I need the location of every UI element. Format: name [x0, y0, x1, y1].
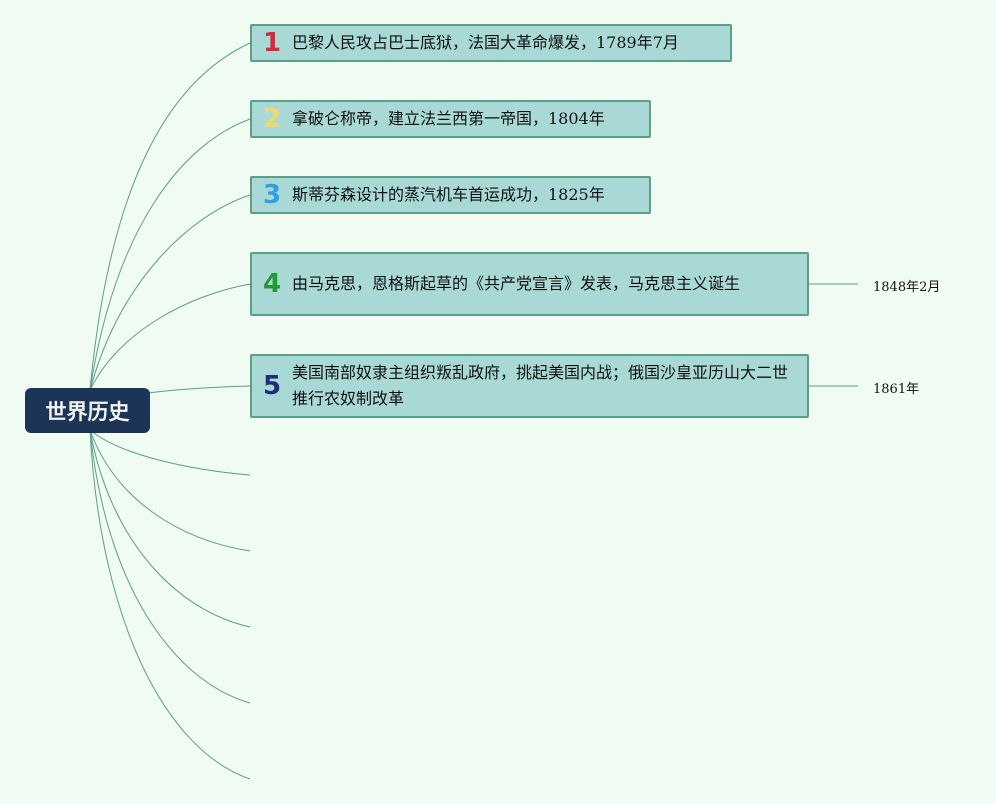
- number-marker-2: 2: [262, 104, 282, 134]
- connector-empty-8: [89, 429, 251, 628]
- connector-empty-7: [89, 429, 251, 552]
- note-label-4[interactable]: 1848年2月: [873, 280, 941, 295]
- topic-text-3: 斯蒂芬森设计的蒸汽机车首运成功，1825年: [292, 185, 605, 204]
- connector-3: [89, 194, 251, 391]
- number-marker-4: 4: [262, 269, 282, 299]
- topic-text-4: 由马克思，恩格斯起草的《共产党宣言》发表，马克思主义诞生: [292, 274, 741, 293]
- topic-node-4[interactable]: 4 由马克思，恩格斯起草的《共产党宣言》发表，马克思主义诞生: [250, 252, 809, 316]
- topic-text-5: 美国南部奴隶主组织叛乱政府，挑起美国内战；俄国沙皇亚历山大二世推行农奴制改革: [292, 363, 789, 408]
- connector-empty-6: [89, 429, 251, 476]
- topic-node-3[interactable]: 3 斯蒂芬森设计的蒸汽机车首运成功，1825年: [250, 176, 651, 214]
- note-label-5[interactable]: 1861年: [873, 382, 920, 397]
- connector-4: [89, 283, 251, 391]
- connector-2: [89, 118, 251, 391]
- connector-5: [139, 385, 251, 395]
- connector-empty-10: [89, 429, 251, 780]
- topic-text-1: 巴黎人民攻占巴士底狱，法国大革命爆发，1789年7月: [292, 33, 679, 52]
- root-topic-label: 世界历史: [45, 399, 130, 424]
- number-marker-1: 1: [262, 28, 282, 58]
- connector-1: [89, 42, 251, 391]
- number-marker-3: 3: [262, 180, 282, 210]
- number-marker-5: 5: [262, 371, 282, 401]
- topic-text-2: 拿破仑称帝，建立法兰西第一帝国，1804年: [292, 109, 605, 128]
- topic-node-1[interactable]: 1 巴黎人民攻占巴士底狱，法国大革命爆发，1789年7月: [250, 24, 732, 62]
- topic-node-5[interactable]: 5 美国南部奴隶主组织叛乱政府，挑起美国内战；俄国沙皇亚历山大二世推行农奴制改革: [250, 354, 809, 418]
- connector-empty-9: [89, 429, 251, 704]
- root-topic[interactable]: 世界历史: [25, 388, 150, 433]
- topic-node-2[interactable]: 2 拿破仑称帝，建立法兰西第一帝国，1804年: [250, 100, 651, 138]
